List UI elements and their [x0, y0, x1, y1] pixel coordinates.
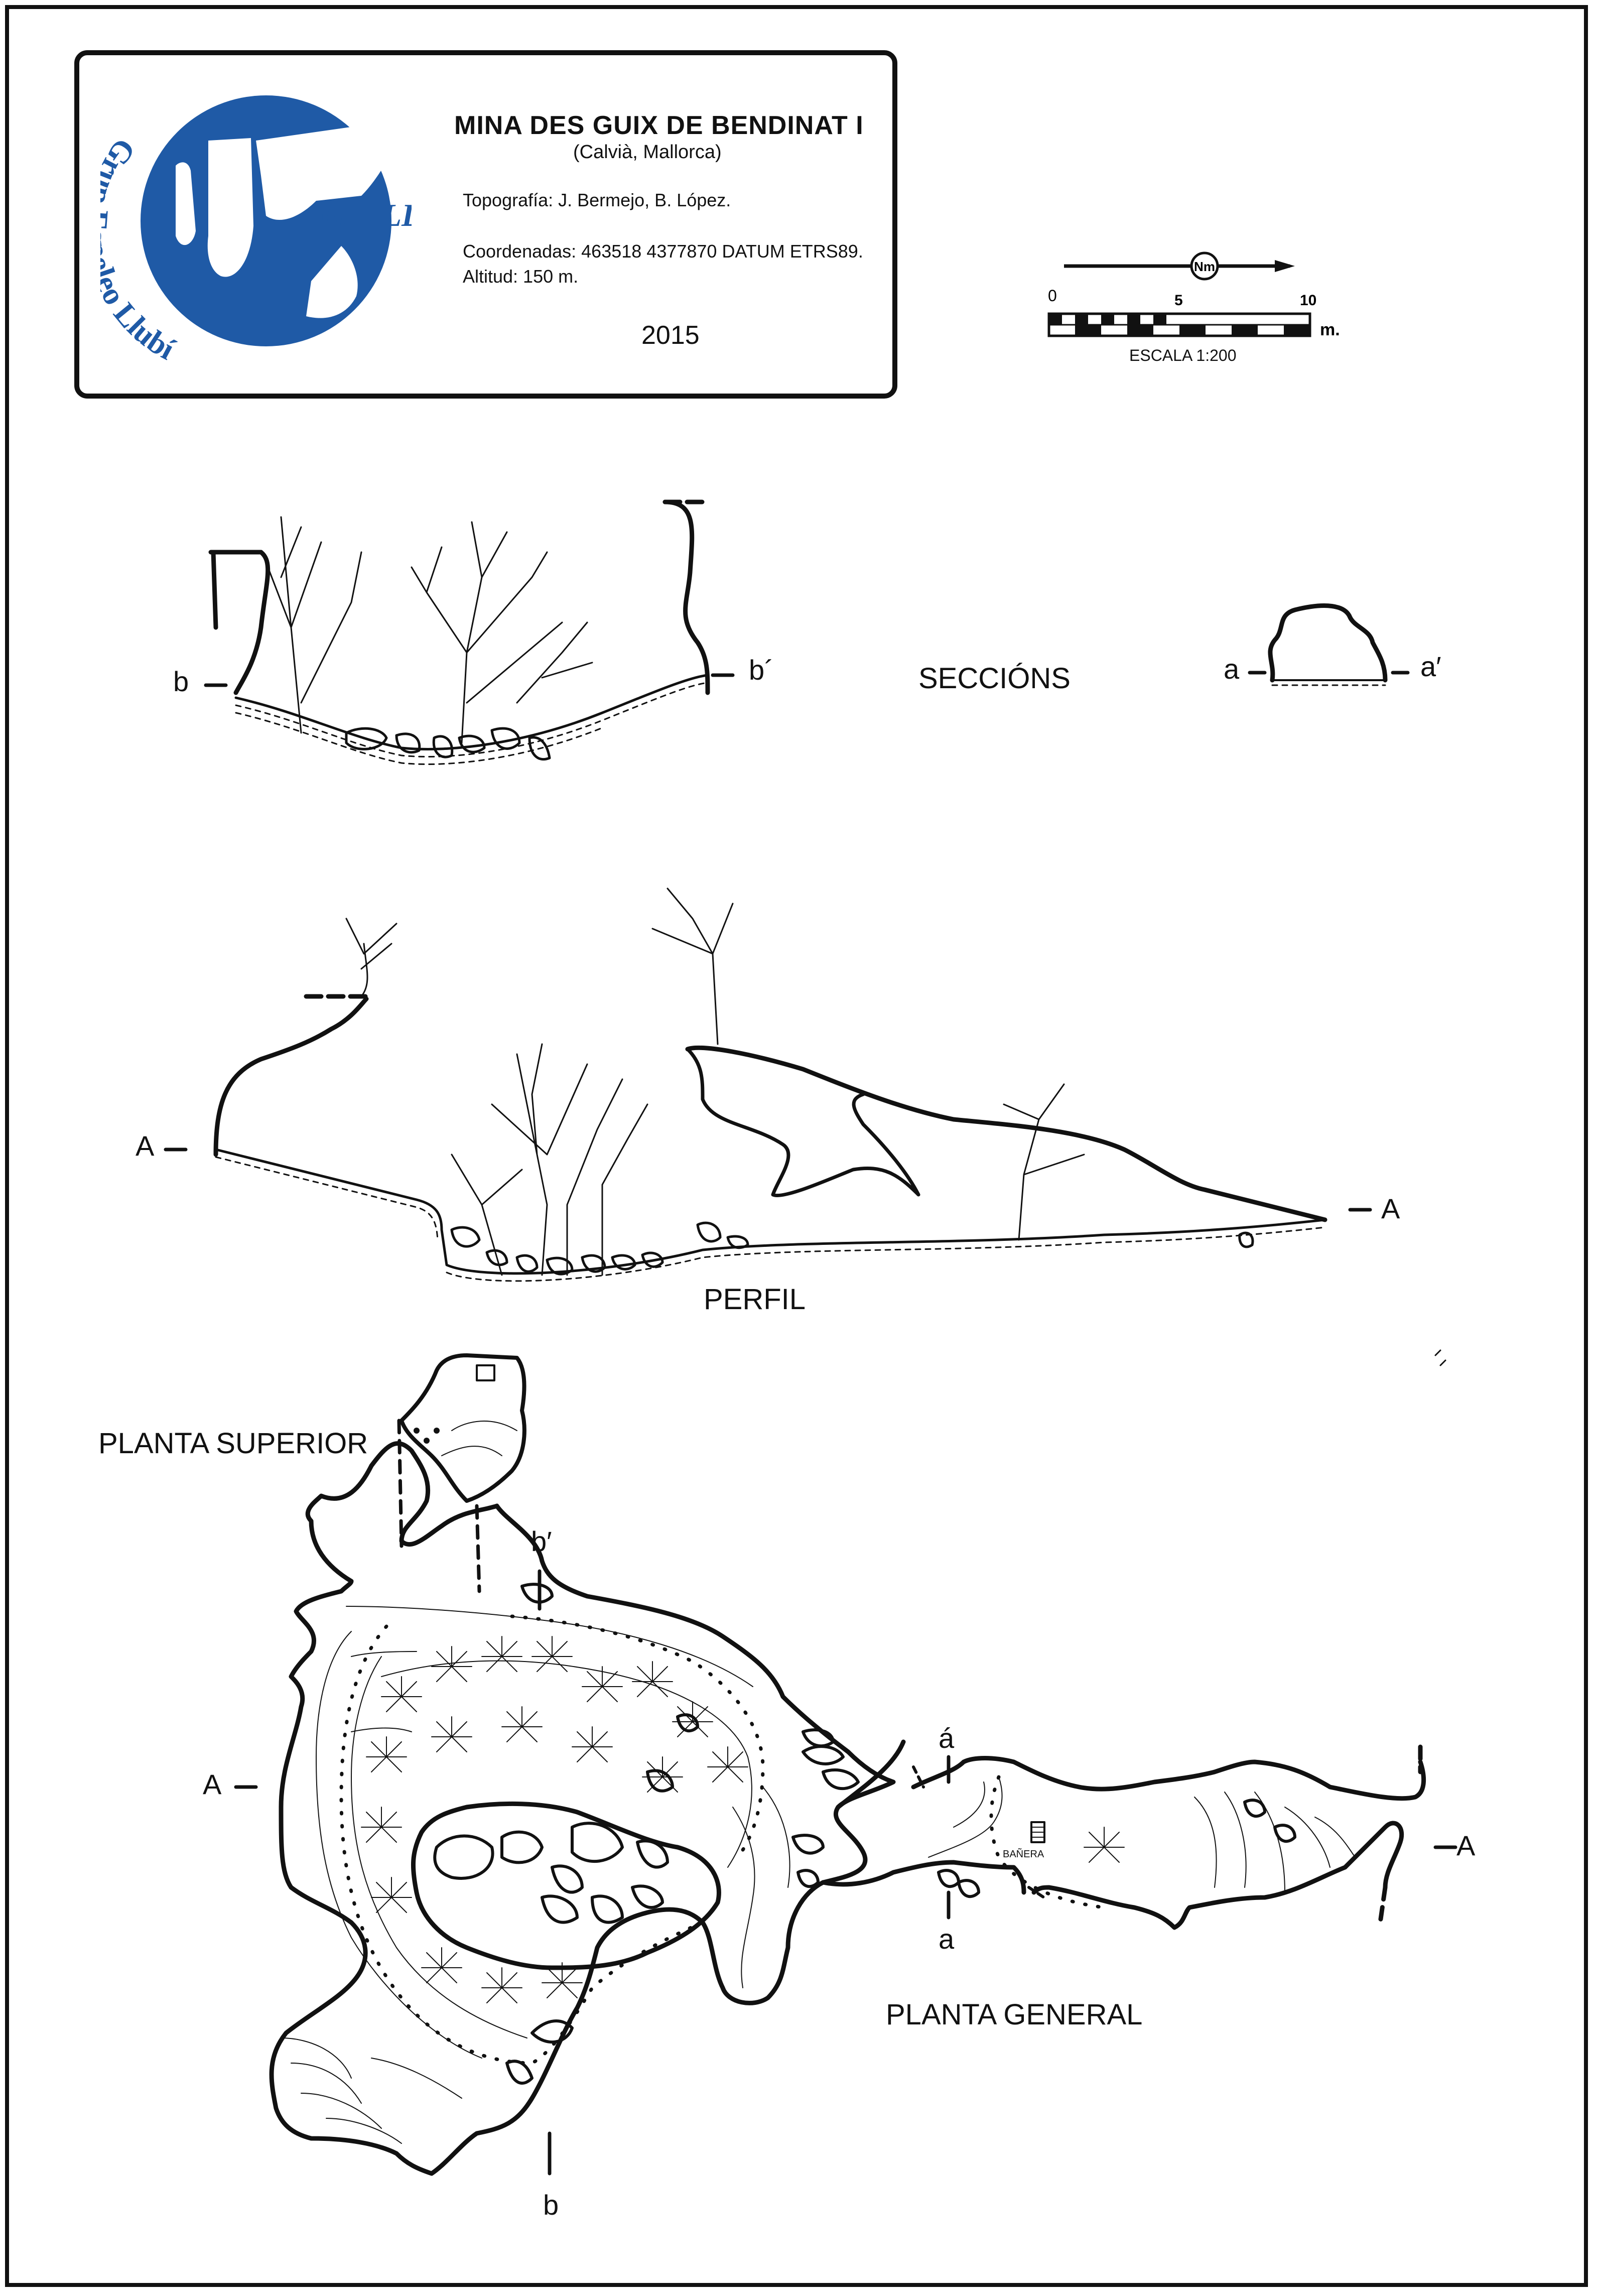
section-a-right-label: a′	[1420, 651, 1441, 682]
profile-heading: PERFIL	[704, 1283, 806, 1316]
plan-a-right-label: A	[1456, 1830, 1476, 1861]
survey-altitude: Altitud: 150 m.	[463, 266, 579, 287]
section-b-right-label: b´	[749, 654, 774, 686]
section-b-left-label: b	[173, 666, 189, 697]
survey-title: MINA DES GUIX DE BENDINAT I	[454, 111, 864, 140]
survey-coordinates: Coordenadas: 463518 4377870 DATUM ETRS89…	[463, 241, 863, 262]
profile-a-right-label: A	[1381, 1193, 1400, 1224]
survey-year: 2015	[641, 321, 700, 350]
plan-a-small-top-label: á	[939, 1722, 955, 1754]
survey-location: (Calvià, Mallorca)	[573, 142, 722, 163]
bathtub-label: BAÑERA	[1003, 1849, 1044, 1860]
plan-b-top-label: b′	[531, 1525, 552, 1557]
survey-authors: Topografía: J. Bermejo, B. López.	[463, 190, 731, 210]
section-a	[1248, 603, 1410, 686]
scale-tick-0: 0	[1048, 287, 1057, 305]
plan-a-small-bottom-label: a	[939, 1923, 955, 1955]
scale-tick-5: 5	[1174, 292, 1183, 309]
gell-logo: G.E.LL. Grup Espeleo Llubí	[100, 95, 412, 367]
scale-bar	[1047, 312, 1311, 337]
sections-heading: SECCIÓNS	[918, 662, 1071, 695]
general-plan	[234, 1349, 1457, 2176]
plan-a-left-label: A	[203, 1768, 222, 1800]
scale-ratio: ESCALA 1:200	[1129, 346, 1237, 364]
upper-plan	[397, 1353, 526, 1593]
profile-a	[164, 887, 1372, 1282]
scale-tick-10: 10	[1300, 292, 1316, 309]
north-arrow-icon: Nm	[1064, 251, 1295, 281]
north-label: Nm	[1194, 259, 1215, 274]
upper-plan-heading: PLANTA SUPERIOR	[98, 1427, 368, 1460]
profile-a-left-label: A	[136, 1130, 155, 1162]
page-frame	[5, 5, 1588, 2287]
scale-and-north: Nm 0 5 10 m.	[1047, 251, 1340, 339]
scale-unit: m.	[1320, 320, 1340, 339]
title-box	[74, 50, 897, 399]
section-a-left-label: a	[1224, 653, 1240, 685]
logo-acronym: G.E.LL.	[321, 197, 412, 233]
plan-b-bottom-label: b	[543, 2189, 559, 2221]
general-plan-heading: PLANTA GENERAL	[886, 1998, 1143, 2031]
section-b	[204, 499, 735, 765]
